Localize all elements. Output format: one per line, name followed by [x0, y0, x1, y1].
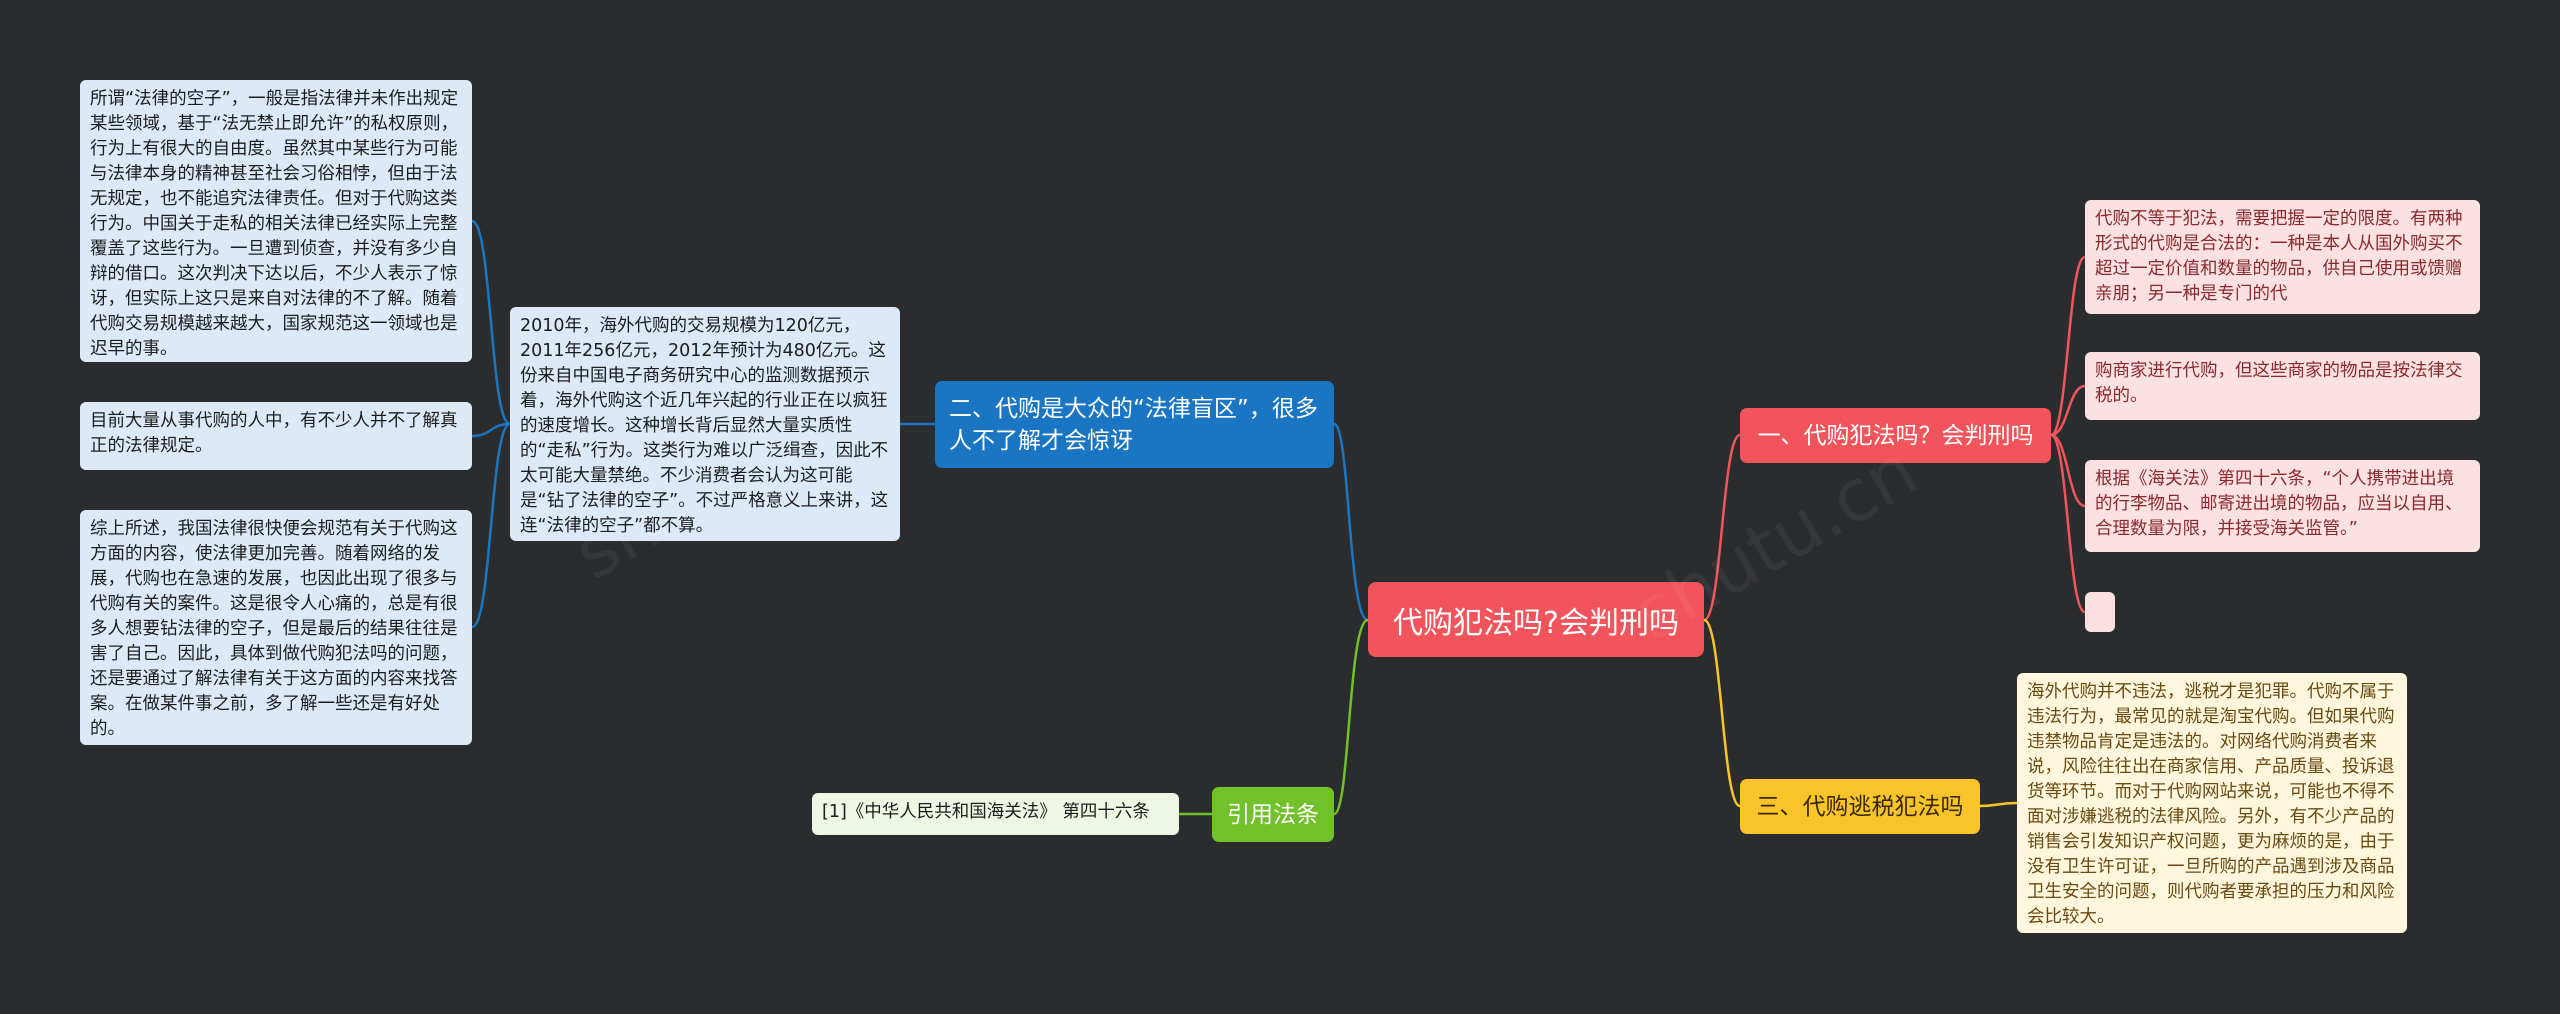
link-root-yellow — [1703, 618, 1741, 808]
branch-cited-laws[interactable]: 引用法条 — [1212, 787, 1334, 842]
link-red-leaf1 — [2050, 255, 2086, 437]
link-leaf4-leaf2 — [471, 422, 511, 438]
link-leaf4-leaf1 — [471, 219, 511, 426]
link-red-leaf2 — [2050, 384, 2086, 437]
leaf-conclusion[interactable]: 综上所述，我国法律很快便会规范有关于代购这方面的内容，使法律更加完善。随着网络的… — [80, 510, 472, 745]
link-root-green — [1332, 618, 1369, 816]
link-root-blue — [1332, 422, 1369, 622]
leaf-tax-paid-sellers[interactable]: 购商家进行代购，但这些商家的物品是按法律交税的。 — [2085, 352, 2480, 420]
link-yellow-leaf — [1979, 801, 2018, 808]
link-root-red — [1703, 433, 1741, 622]
leaf-customs-article-46[interactable]: 根据《海关法》第四十六条，“个人携带进出境的行李物品、邮寄进出境的物品，应当以自… — [2085, 460, 2480, 552]
branch-legal-blind-spot[interactable]: 二、代购是大众的“法律盲区”，很多人不了解才会惊讶 — [935, 381, 1334, 468]
leaf-tax-evasion-risk[interactable]: 海外代购并不违法，逃税才是犯罪。代购不属于违法行为，最常见的就是淘宝代购。但如果… — [2017, 673, 2407, 933]
link-red-leaf3 — [2050, 433, 2086, 508]
leaf-customs-law-citation[interactable]: [1]《中华人民共和国海关法》 第四十六条 — [812, 793, 1179, 835]
link-leaf4-leaf3 — [471, 422, 511, 629]
leaf-empty[interactable] — [2085, 592, 2115, 632]
link-red-leaf4 — [2050, 433, 2086, 614]
central-topic[interactable]: 代购犯法吗?会判刑吗 — [1368, 582, 1704, 657]
leaf-legal-limits[interactable]: 代购不等于犯法，需要把握一定的限度。有两种形式的代购是合法的：一种是本人从国外购… — [2085, 200, 2480, 314]
branch-is-it-illegal[interactable]: 一、代购犯法吗？会判刑吗 — [1740, 408, 2051, 463]
leaf-legal-loophole[interactable]: 所谓“法律的空子”，一般是指法律并未作出规定某些领域，基于“法无禁止即允许”的私… — [80, 80, 472, 362]
leaf-trade-volume[interactable]: 2010年，海外代购的交易规模为120亿元，2011年256亿元，2012年预计… — [510, 307, 900, 541]
leaf-unaware-of-law[interactable]: 目前大量从事代购的人中，有不少人并不了解真正的法律规定。 — [80, 402, 472, 470]
branch-tax-evasion[interactable]: 三、代购逃税犯法吗 — [1740, 779, 1980, 834]
